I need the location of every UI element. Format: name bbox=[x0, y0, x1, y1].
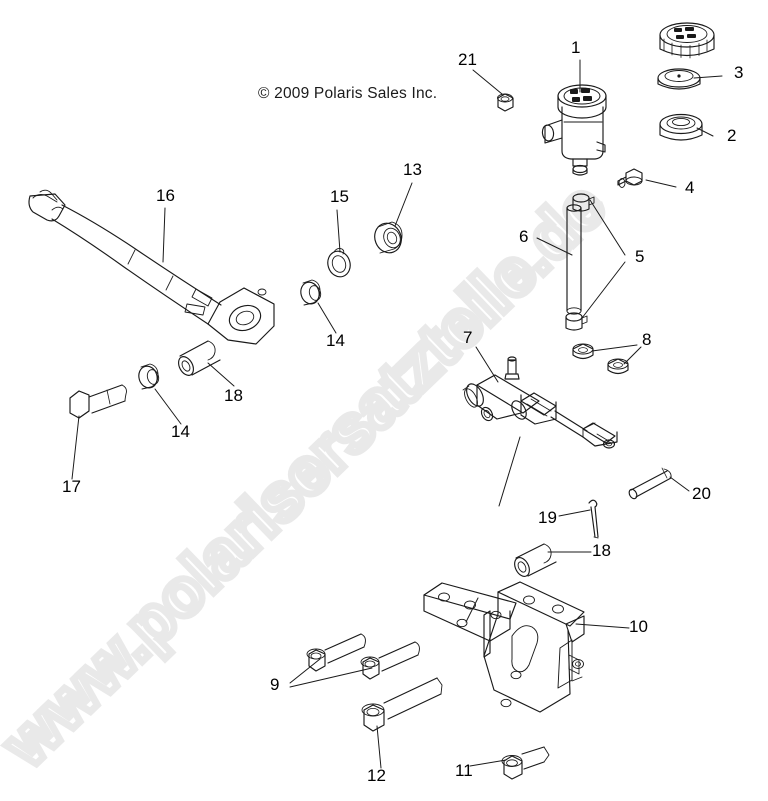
callout-3: 3 bbox=[734, 63, 744, 82]
part-9-bolt-b bbox=[360, 641, 420, 680]
part-13-pivot-nut bbox=[374, 221, 403, 254]
callout-4: 4 bbox=[685, 178, 695, 197]
part-12-bolt-long bbox=[361, 677, 443, 732]
part-11-bolt-pivot bbox=[501, 746, 550, 780]
callout-13: 13 bbox=[403, 160, 422, 179]
callout-18a: 18 bbox=[224, 386, 243, 405]
callout-6: 6 bbox=[519, 227, 529, 246]
part-10-mounting-bracket bbox=[423, 581, 585, 713]
callout-15: 15 bbox=[330, 187, 349, 206]
callout-10: 10 bbox=[629, 617, 648, 636]
callout-2: 2 bbox=[727, 126, 737, 145]
part-5-hose-clamp-upper bbox=[572, 193, 595, 212]
part-18-spacer-left bbox=[178, 340, 221, 376]
callout-11: 11 bbox=[455, 761, 473, 780]
part-20-clevis-pin bbox=[628, 467, 672, 500]
part-5-hose-clamp-lower bbox=[565, 312, 588, 331]
part-4-banjo-bolt bbox=[617, 168, 643, 188]
part-8-grommet-upper bbox=[572, 343, 594, 360]
callout-18b: 18 bbox=[592, 541, 611, 560]
callout-5: 5 bbox=[635, 247, 645, 266]
callout-20: 20 bbox=[692, 484, 711, 503]
callout-8: 8 bbox=[642, 330, 652, 349]
callout-16: 16 bbox=[156, 186, 175, 205]
part-19-cotter-pin bbox=[588, 499, 599, 539]
part-14-bushing-lower bbox=[138, 363, 160, 390]
part-21-locknut bbox=[497, 93, 514, 112]
part-8-grommet-lower bbox=[607, 358, 629, 375]
reservoir-cap-knurled bbox=[659, 22, 715, 59]
callout-7: 7 bbox=[463, 328, 473, 347]
copyright-notice: © 2009 Polaris Sales Inc. bbox=[258, 85, 438, 102]
part-17-hex-bolt bbox=[69, 384, 127, 419]
callout-14b: 14 bbox=[171, 422, 190, 441]
part-3-cap-diaphragm bbox=[657, 68, 701, 90]
part-6-brake-hose bbox=[566, 204, 582, 315]
part-7-master-cylinder bbox=[462, 356, 618, 449]
callout-14a: 14 bbox=[326, 331, 345, 350]
part-9-bolt-a bbox=[306, 633, 366, 672]
callout-19: 19 bbox=[538, 508, 557, 527]
callout-21: 21 bbox=[458, 50, 477, 69]
part-1-reservoir bbox=[541, 84, 607, 176]
leader-lines bbox=[71, 59, 723, 769]
part-2-seal-ring bbox=[659, 113, 703, 141]
callout-1: 1 bbox=[571, 38, 581, 57]
part-15-retaining-clip bbox=[327, 247, 351, 278]
callout-17: 17 bbox=[62, 477, 81, 496]
part-18-spacer-right bbox=[514, 543, 557, 577]
callout-12: 12 bbox=[367, 766, 386, 785]
part-16-brake-pedal bbox=[28, 189, 275, 345]
callout-9: 9 bbox=[270, 675, 280, 694]
part-14-bushing-upper bbox=[300, 279, 322, 306]
